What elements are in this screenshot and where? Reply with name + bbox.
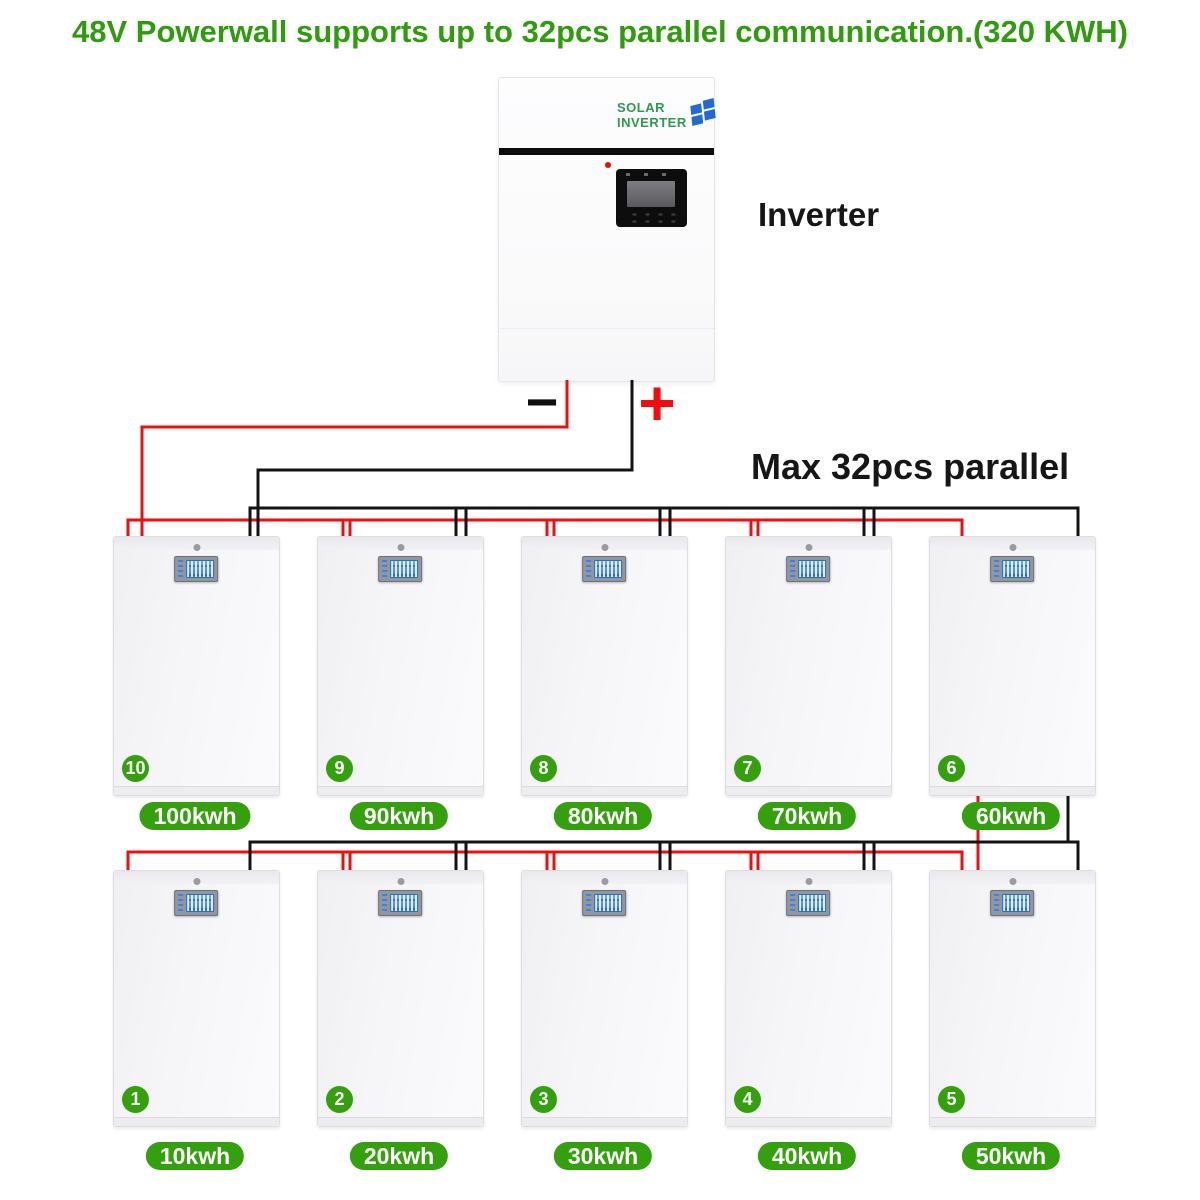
battery-lcd-screen: [581, 890, 626, 916]
battery-lcd: [389, 560, 418, 578]
battery-logo-icon: [805, 878, 812, 885]
battery-lcd-screen: [173, 556, 218, 582]
battery-lcd-screen: [377, 556, 422, 582]
battery-led-column: [381, 894, 387, 912]
battery-led-column: [177, 560, 183, 578]
battery-lcd-screen: [785, 556, 830, 582]
black-wires: [248, 380, 1080, 870]
battery-lcd: [797, 560, 826, 578]
battery-led-column: [993, 560, 999, 578]
battery-unit: 2: [317, 870, 484, 1127]
battery-led-column: [585, 894, 591, 912]
battery-led-column: [993, 894, 999, 912]
battery-capacity-label: 70kwh: [757, 802, 857, 830]
battery-lcd: [593, 560, 622, 578]
battery-led-column: [177, 894, 183, 912]
battery-number-badge: 2: [326, 1086, 353, 1113]
battery-lcd-screen: [989, 890, 1034, 916]
battery-capacity-label: 50kwh: [961, 1142, 1061, 1170]
battery-capacity-label: 20kwh: [349, 1142, 449, 1170]
battery-logo-icon: [1009, 878, 1016, 885]
inverter-lcd-screen: [627, 181, 675, 207]
battery-logo-icon: [397, 544, 404, 551]
battery-unit: 4: [725, 870, 892, 1127]
battery-lcd: [593, 894, 622, 912]
battery-lcd-screen: [581, 556, 626, 582]
battery-unit: 8: [521, 536, 688, 796]
battery-capacity-label: 100kwh: [139, 802, 251, 830]
inverter-front-stripe: [499, 148, 714, 155]
battery-number-badge: 6: [938, 755, 965, 782]
battery-unit: 5: [929, 870, 1096, 1127]
battery-capacity-label: 10kwh: [145, 1142, 245, 1170]
inverter-seam: [499, 328, 714, 329]
battery-number-badge: 4: [734, 1086, 761, 1113]
positive-terminal-symbol: +: [638, 367, 676, 439]
battery-logo-icon: [601, 544, 608, 551]
battery-logo-icon: [1009, 544, 1016, 551]
battery-unit: 1: [113, 870, 280, 1127]
battery-lcd: [185, 560, 214, 578]
panel-buttons: [626, 210, 678, 223]
page-title: 48V Powerwall supports up to 32pcs paral…: [72, 14, 1128, 49]
battery-lcd: [185, 894, 214, 912]
battery-lcd: [1001, 560, 1030, 578]
battery-capacity-label: 60kwh: [961, 802, 1061, 830]
battery-lcd: [797, 894, 826, 912]
inverter-label: Inverter: [758, 196, 880, 233]
battery-capacity-label: 40kwh: [757, 1142, 857, 1170]
parallel-note: Max 32pcs parallel: [751, 446, 1070, 487]
battery-unit: 7: [725, 536, 892, 796]
battery-lcd: [1001, 894, 1030, 912]
battery-number-badge: 10: [122, 755, 149, 782]
battery-number-badge: 1: [122, 1086, 149, 1113]
battery-lcd-screen: [173, 890, 218, 916]
battery-logo-icon: [193, 544, 200, 551]
battery-unit: 10: [113, 536, 280, 796]
battery-number-badge: 5: [938, 1086, 965, 1113]
battery-number-badge: 3: [530, 1086, 557, 1113]
battery-led-column: [789, 560, 795, 578]
inverter-control-panel: [616, 169, 687, 227]
battery-number-badge: 7: [734, 755, 761, 782]
battery-number-badge: 9: [326, 755, 353, 782]
red-wires: [126, 380, 980, 870]
battery-unit: 9: [317, 536, 484, 796]
power-led-icon: [605, 162, 611, 168]
battery-unit: 6: [929, 536, 1096, 796]
battery-logo-icon: [805, 544, 812, 551]
battery-led-column: [381, 560, 387, 578]
battery-led-column: [585, 560, 591, 578]
battery-led-column: [789, 894, 795, 912]
battery-logo-icon: [601, 878, 608, 885]
battery-number-badge: 8: [530, 755, 557, 782]
battery-capacity-label: 90kwh: [349, 802, 449, 830]
panel-labels: [626, 173, 676, 176]
brand-line2: INVERTER: [617, 115, 687, 130]
battery-capacity-label: 30kwh: [553, 1142, 653, 1170]
brand-line1: SOLAR: [617, 100, 665, 115]
battery-lcd-screen: [989, 556, 1034, 582]
battery-capacity-label: 80kwh: [553, 802, 653, 830]
inverter-unit: SOLAR INVERTER: [498, 77, 716, 382]
battery-unit: 3: [521, 870, 688, 1127]
battery-logo-icon: [397, 878, 404, 885]
battery-logo-icon: [193, 878, 200, 885]
inverter-brand: SOLAR INVERTER: [617, 98, 716, 130]
battery-lcd: [389, 894, 418, 912]
battery-lcd-screen: [785, 890, 830, 916]
battery-lcd-screen: [377, 890, 422, 916]
negative-terminal-symbol: −: [525, 370, 559, 433]
